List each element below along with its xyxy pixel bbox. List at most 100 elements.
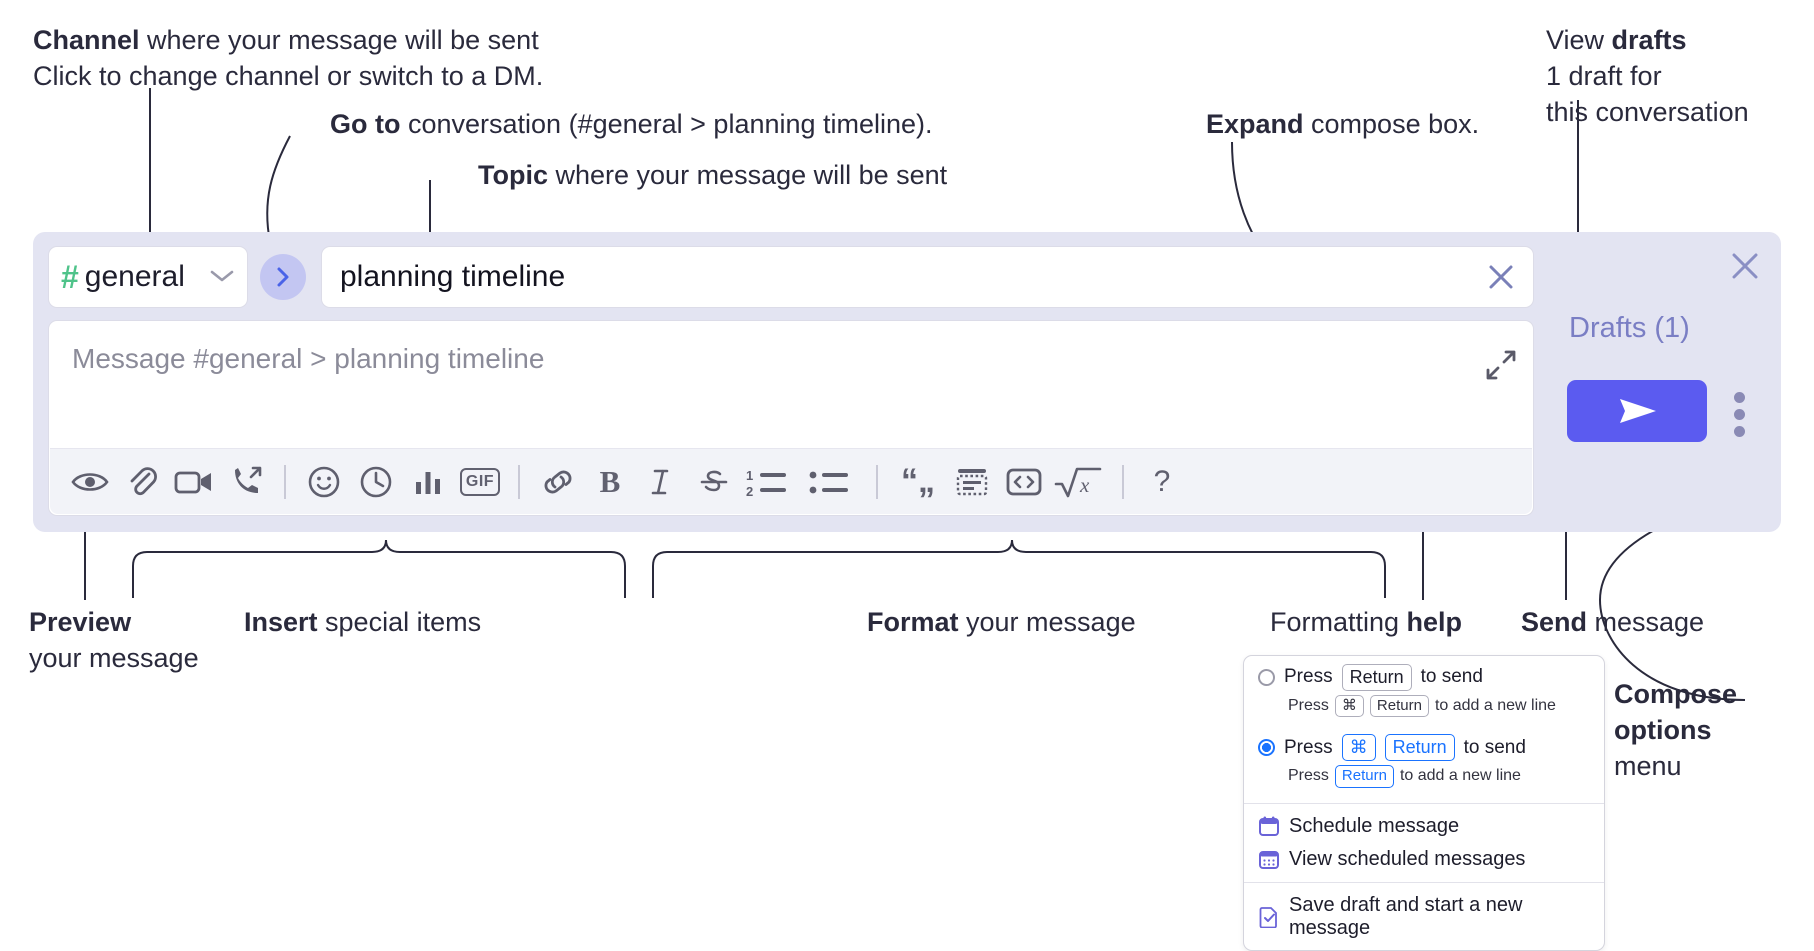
topic-input[interactable]: planning timeline: [321, 246, 1534, 308]
video-icon[interactable]: [168, 456, 220, 508]
kebab-dot: [1734, 426, 1745, 437]
key-return: Return: [1384, 734, 1455, 761]
option1-sub-tail: to add a new line: [1434, 696, 1556, 714]
help-icon[interactable]: ?: [1136, 456, 1188, 508]
menu-item-schedule-message[interactable]: Schedule message: [1244, 810, 1604, 843]
annotation-topic-rest: where your message will be sent: [548, 160, 948, 190]
bulleted-list-icon[interactable]: [802, 456, 864, 508]
menu-divider: [1244, 802, 1604, 804]
annotation-goto-bold: Go to: [330, 109, 401, 139]
svg-text:2: 2: [746, 484, 753, 498]
annotation-goto: Go to conversation (#general > planning …: [330, 106, 933, 142]
option2-sub-press: Press: [1288, 767, 1329, 785]
annotation-send-rest: message: [1587, 607, 1705, 637]
annotation-expand-rest: compose box.: [1303, 109, 1480, 139]
gif-icon[interactable]: GIF: [454, 456, 506, 508]
compose-right-rail: Drafts (1): [1549, 232, 1781, 532]
annotation-help: Formatting help: [1270, 604, 1462, 640]
strikethrough-icon[interactable]: [688, 456, 740, 508]
calendar-schedule-icon: [1258, 815, 1280, 837]
bold-icon[interactable]: B: [584, 456, 636, 508]
italic-icon[interactable]: [636, 456, 688, 508]
help-label: ?: [1153, 464, 1171, 498]
code-block-icon[interactable]: [946, 456, 998, 508]
key-command: ⌘: [1334, 694, 1364, 718]
send-icon: [1620, 399, 1656, 423]
destination-row: # general: [48, 246, 318, 308]
key-return: Return: [1334, 764, 1394, 788]
preview-icon[interactable]: [64, 456, 116, 508]
key-return: Return: [1369, 694, 1429, 718]
annotation-channel: Channel where your message will be sent: [33, 22, 539, 58]
drafts-link[interactable]: Drafts (1): [1569, 312, 1690, 344]
annotation-topic: Topic where your message will be sent: [478, 157, 947, 193]
annotation-drafts-plain: View: [1546, 25, 1612, 55]
menu-item-view-scheduled-messages[interactable]: View scheduled messages: [1244, 843, 1604, 876]
toolbar-divider: [284, 464, 286, 499]
menu-option1-subtext: Press ⌘ Return to add a new line: [1244, 693, 1604, 727]
chevron-down-icon: [209, 264, 235, 290]
message-placeholder: Message #general > planning timeline: [72, 343, 545, 374]
svg-text:1: 1: [746, 468, 753, 483]
annotation-compose-options-line2: options: [1614, 712, 1711, 748]
inline-code-icon[interactable]: [998, 456, 1050, 508]
annotation-format-bold: Format: [867, 607, 959, 637]
audio-call-icon[interactable]: [220, 456, 272, 508]
compose-panel: # general planning timeline Message #gen…: [33, 232, 1781, 532]
annotation-preview-line2: your message: [29, 643, 199, 673]
option2-press: Press: [1284, 736, 1333, 758]
close-icon[interactable]: [1479, 255, 1523, 299]
annotation-drafts-line2: 1 draft for: [1546, 61, 1662, 91]
emoji-icon[interactable]: [298, 456, 350, 508]
menu-item-label: Schedule message: [1289, 814, 1460, 837]
menu-option-return-to-send[interactable]: Press Return to send: [1244, 656, 1604, 693]
expand-icon[interactable]: [1483, 347, 1519, 383]
radio-unselected[interactable]: [1258, 668, 1275, 686]
compose-options-button[interactable]: [1734, 392, 1745, 437]
option1-tail: to send: [1420, 666, 1483, 688]
radio-selected[interactable]: [1258, 739, 1275, 756]
poll-icon[interactable]: [402, 456, 454, 508]
gif-label: GIF: [459, 467, 501, 496]
annotation-channel-sub: Click to change channel or switch to a D…: [33, 61, 544, 91]
menu-item-save-draft[interactable]: Save draft and start a new message: [1244, 889, 1604, 950]
channel-name-label: general: [84, 260, 185, 293]
option2-tail: to send: [1463, 736, 1526, 758]
clock-icon[interactable]: [350, 456, 402, 508]
annotation-expand-bold: Expand: [1206, 109, 1304, 139]
compose-options-menu: Press Return to send Press ⌘ Return to a…: [1243, 655, 1605, 951]
annotation-send-bold: Send: [1521, 607, 1588, 637]
kebab-dot: [1734, 409, 1745, 420]
bold-label: B: [599, 463, 621, 499]
menu-option-cmd-return-to-send[interactable]: Press ⌘ Return to send: [1244, 726, 1604, 763]
save-draft-icon: [1258, 906, 1280, 928]
key-return: Return: [1341, 664, 1412, 691]
annotation-drafts-bold: drafts: [1611, 25, 1687, 55]
math-icon[interactable]: x: [1050, 456, 1110, 508]
annotation-channel-rest: where your message will be sent: [139, 25, 539, 55]
annotation-help-plain: Formatting: [1270, 607, 1407, 637]
channel-selector[interactable]: # general: [48, 246, 248, 308]
send-button[interactable]: [1567, 380, 1707, 442]
blockquote-glyph: “„: [901, 462, 935, 500]
annotation-expand: Expand compose box.: [1206, 106, 1479, 142]
annotation-format-rest: your message: [958, 607, 1136, 637]
toolbar-divider: [518, 464, 520, 499]
key-command: ⌘: [1341, 734, 1376, 761]
go-to-conversation-button[interactable]: [260, 254, 306, 300]
annotation-preview: Preview: [29, 604, 131, 640]
annotation-insert-bold: Insert: [244, 607, 318, 637]
annotation-send: Send message: [1521, 604, 1704, 640]
menu-divider: [1244, 881, 1604, 883]
message-input-box[interactable]: Message #general > planning timeline: [48, 320, 1534, 516]
blockquote-icon[interactable]: “„: [890, 456, 946, 508]
compose-inner: # general planning timeline Message #gen…: [33, 232, 1549, 532]
toolbar-divider: [1122, 464, 1124, 499]
toolbar-divider: [876, 464, 878, 499]
link-icon[interactable]: [532, 456, 584, 508]
annotation-goto-rest: conversation (#general > planning timeli…: [400, 109, 933, 139]
close-icon[interactable]: [1727, 248, 1763, 284]
attachment-icon[interactable]: [116, 456, 168, 508]
annotation-compose-options-bold1: Compose: [1614, 679, 1738, 709]
